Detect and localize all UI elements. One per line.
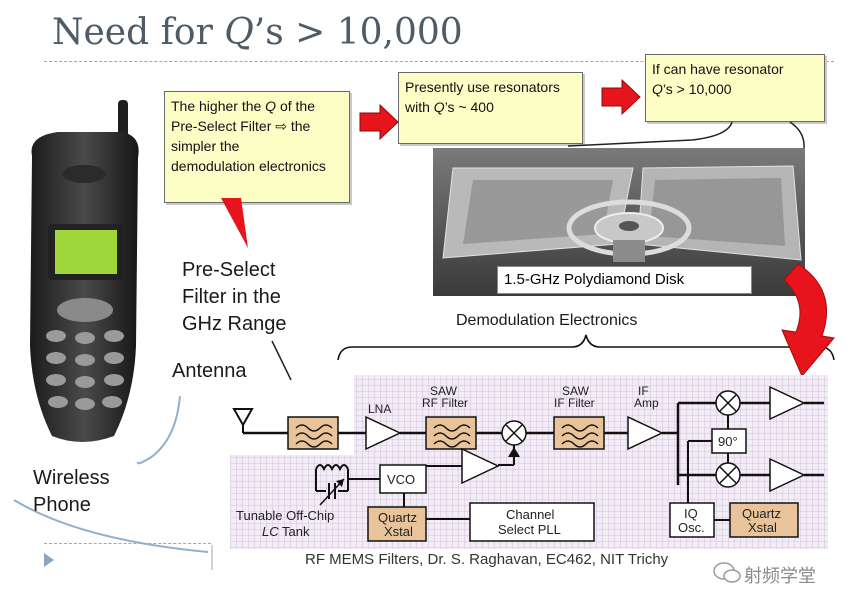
phone-keypad xyxy=(46,330,124,410)
channel-pll-block xyxy=(469,502,595,542)
tank-area xyxy=(230,455,360,549)
lna-label: LNA xyxy=(368,402,391,416)
saw-rf-label: SAW xyxy=(430,384,458,398)
vco-xtal-label: Xstal xyxy=(384,524,413,539)
saw-if-label: SAW xyxy=(562,384,590,398)
iq-quartz-block xyxy=(729,502,799,538)
page-title: Need for Q’s > 10,000 xyxy=(52,12,463,53)
phone-speaker xyxy=(62,165,106,183)
demod-label: Demodulation Electronics xyxy=(456,312,638,329)
receiver-block-diagram: LNA SAW RF Filter SAW IF Filter IF Amp 9… xyxy=(230,375,828,549)
amp-label: Amp xyxy=(634,396,659,410)
inductor-icon xyxy=(315,464,349,472)
red-arrow-icon xyxy=(601,78,641,116)
vco-label: VCO xyxy=(387,472,415,487)
footer-divider xyxy=(44,543,211,544)
if-label: IF xyxy=(638,384,649,398)
phase-label: 90° xyxy=(718,434,738,449)
curved-red-arrow-icon xyxy=(781,263,835,377)
footer-caption: RF MEMS Filters, Dr. S. Raghavan, EC462,… xyxy=(305,551,669,568)
preselect-filter-block xyxy=(287,416,339,450)
callout-future-q: If can have resonator Q’s > 10,000 xyxy=(645,54,825,122)
if-filter-label: IF Filter xyxy=(554,396,595,410)
rf-filter-label: RF Filter xyxy=(422,396,468,410)
tunable-label: Tunable Off-Chip xyxy=(236,508,334,523)
phone-body xyxy=(30,132,139,442)
title-q: Q xyxy=(224,12,254,53)
if-amp-icon xyxy=(627,415,664,451)
title-divider xyxy=(44,61,834,62)
phone-nav-key xyxy=(57,298,113,322)
q-amp-icon xyxy=(769,457,806,493)
saw-if-filter-block xyxy=(553,416,605,450)
lc-tank-label: LC Tank xyxy=(262,524,310,539)
antenna-label: Antenna xyxy=(172,360,247,382)
arrow-icon: ⇨ xyxy=(275,118,287,134)
select-pll-label: Select PLL xyxy=(498,522,561,537)
callout-pointer xyxy=(221,198,248,248)
vco-quartz-block xyxy=(367,506,427,542)
red-arrow-icon xyxy=(359,103,399,141)
iq-quartz-label: Quartz xyxy=(742,506,781,521)
iq-xtal-label: Xstal xyxy=(748,520,777,535)
phone-screen xyxy=(55,230,117,274)
vco-quartz-label: Quartz xyxy=(378,510,417,525)
callout-present-q: Presently use resonators with Q’s ~ 400 xyxy=(398,72,583,144)
disk-label: 1.5-GHz Polydiamond Disk xyxy=(497,266,752,294)
phone-illustration xyxy=(30,100,139,442)
channel-label: Channel xyxy=(506,507,555,522)
watermark-text: 射频学堂 xyxy=(744,566,816,587)
lna-amp-icon xyxy=(365,415,402,451)
antenna-symbol-icon xyxy=(232,408,254,433)
phone-label: Wireless Phone xyxy=(33,467,110,516)
saw-rf-filter-block xyxy=(425,416,477,450)
iq-osc-block xyxy=(669,502,715,538)
iq-label: IQ xyxy=(684,506,698,521)
i-amp-icon xyxy=(769,385,806,421)
preselect-label: Pre-Select Filter in the GHz Range xyxy=(182,259,287,335)
callout-preselect-q: The higher the Q of the Pre-Select Filte… xyxy=(164,91,350,203)
osc-label: Osc. xyxy=(678,520,705,535)
vco-block xyxy=(379,464,427,494)
slide-nav-arrow-icon[interactable] xyxy=(44,553,54,567)
wechat-logo-icon xyxy=(713,562,741,583)
